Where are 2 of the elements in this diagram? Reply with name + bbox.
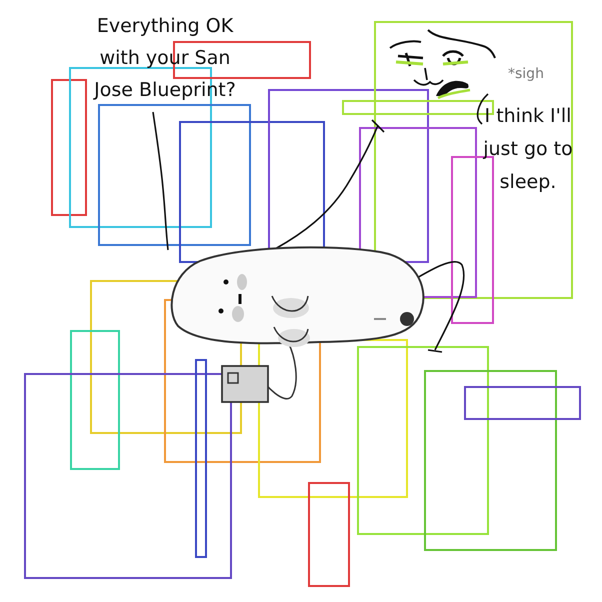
sound-effect-text: *sigh	[508, 66, 544, 82]
speech-tail	[152, 112, 169, 250]
